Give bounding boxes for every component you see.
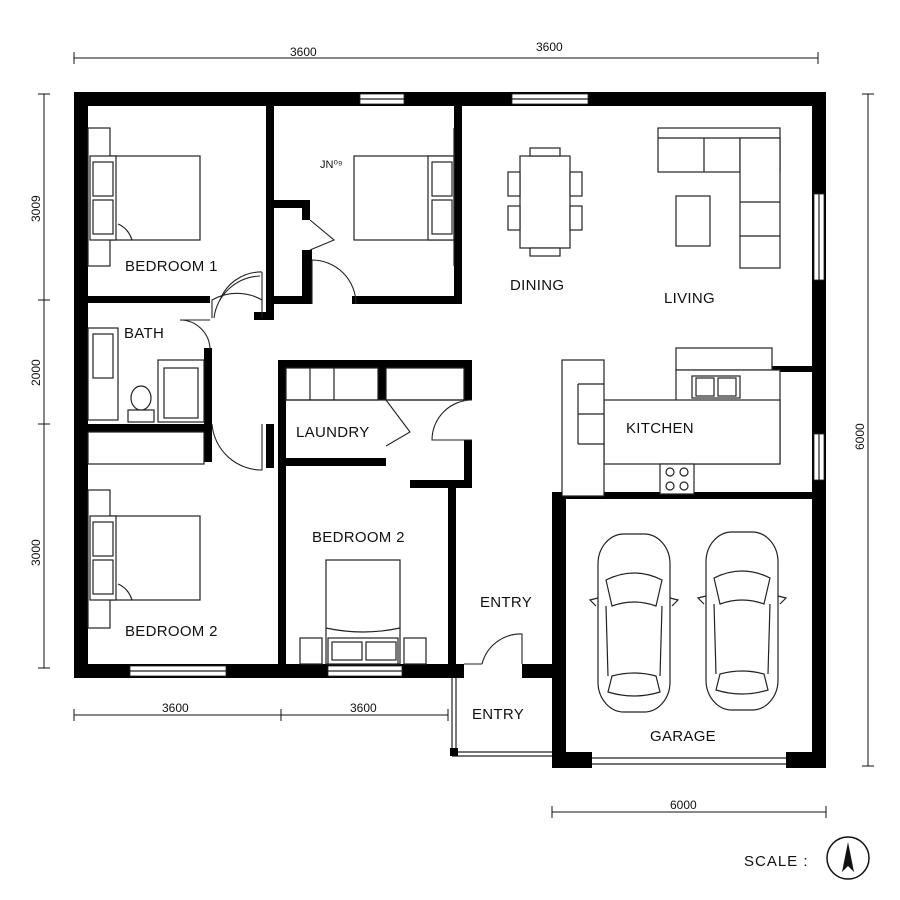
dim-top-right: 3600	[536, 40, 563, 54]
bed-bedroom2-center	[299, 559, 427, 665]
dim-top-left: 3600	[290, 45, 317, 59]
scale-label: SCALE :	[744, 853, 809, 870]
dimension-labels: 3600 3600 3009 2000 3000 6000 3600 3600 …	[29, 40, 867, 812]
car-right	[696, 531, 788, 711]
dining-table	[507, 147, 583, 257]
label-bath: BATH	[124, 325, 164, 342]
interior-walls	[88, 106, 812, 664]
north-arrow-icon	[826, 836, 870, 880]
label-garage: GARAGE	[650, 728, 716, 745]
dimension-lines	[38, 52, 874, 818]
living-sofa	[657, 127, 781, 269]
dim-bottom-left: 3600	[162, 701, 189, 715]
room-labels: BEDROOM 1 BATH BEDROOM 2 LAUNDRY BEDROOM…	[124, 258, 716, 745]
kitchen-counters	[561, 347, 781, 497]
label-living: LIVING	[664, 290, 715, 307]
doors	[179, 219, 523, 665]
label-bedroom-2-center: BEDROOM 2	[312, 529, 405, 546]
entry-porch-outline	[450, 678, 552, 757]
label-bedroom-2-left: BEDROOM 2	[125, 623, 218, 640]
scale-indicator: SCALE :	[744, 836, 870, 880]
label-kitchen: KITCHEN	[626, 420, 694, 437]
windows	[129, 93, 825, 765]
bath-fixtures	[87, 327, 205, 423]
bed-bedroom2-left	[87, 431, 205, 629]
dim-bottom-mid: 3600	[350, 701, 377, 715]
bed-top-middle: JN⁰⁹	[320, 128, 455, 266]
car-left	[588, 533, 680, 713]
dim-garage-width: 6000	[670, 798, 697, 812]
dim-left-top: 3009	[29, 195, 43, 222]
dim-left-bottom: 3000	[29, 539, 43, 566]
bed-bedroom1	[87, 127, 201, 267]
bed-scribble: JN⁰⁹	[320, 159, 343, 171]
laundry-fixtures	[285, 367, 465, 401]
label-dining: DINING	[510, 277, 564, 294]
label-bedroom-1: BEDROOM 1	[125, 258, 218, 275]
label-entry-inner: ENTRY	[480, 594, 532, 611]
label-entry-porch: ENTRY	[472, 706, 524, 723]
dim-right: 6000	[853, 423, 867, 450]
label-laundry: LAUNDRY	[296, 424, 370, 441]
dim-left-mid: 2000	[29, 359, 43, 386]
